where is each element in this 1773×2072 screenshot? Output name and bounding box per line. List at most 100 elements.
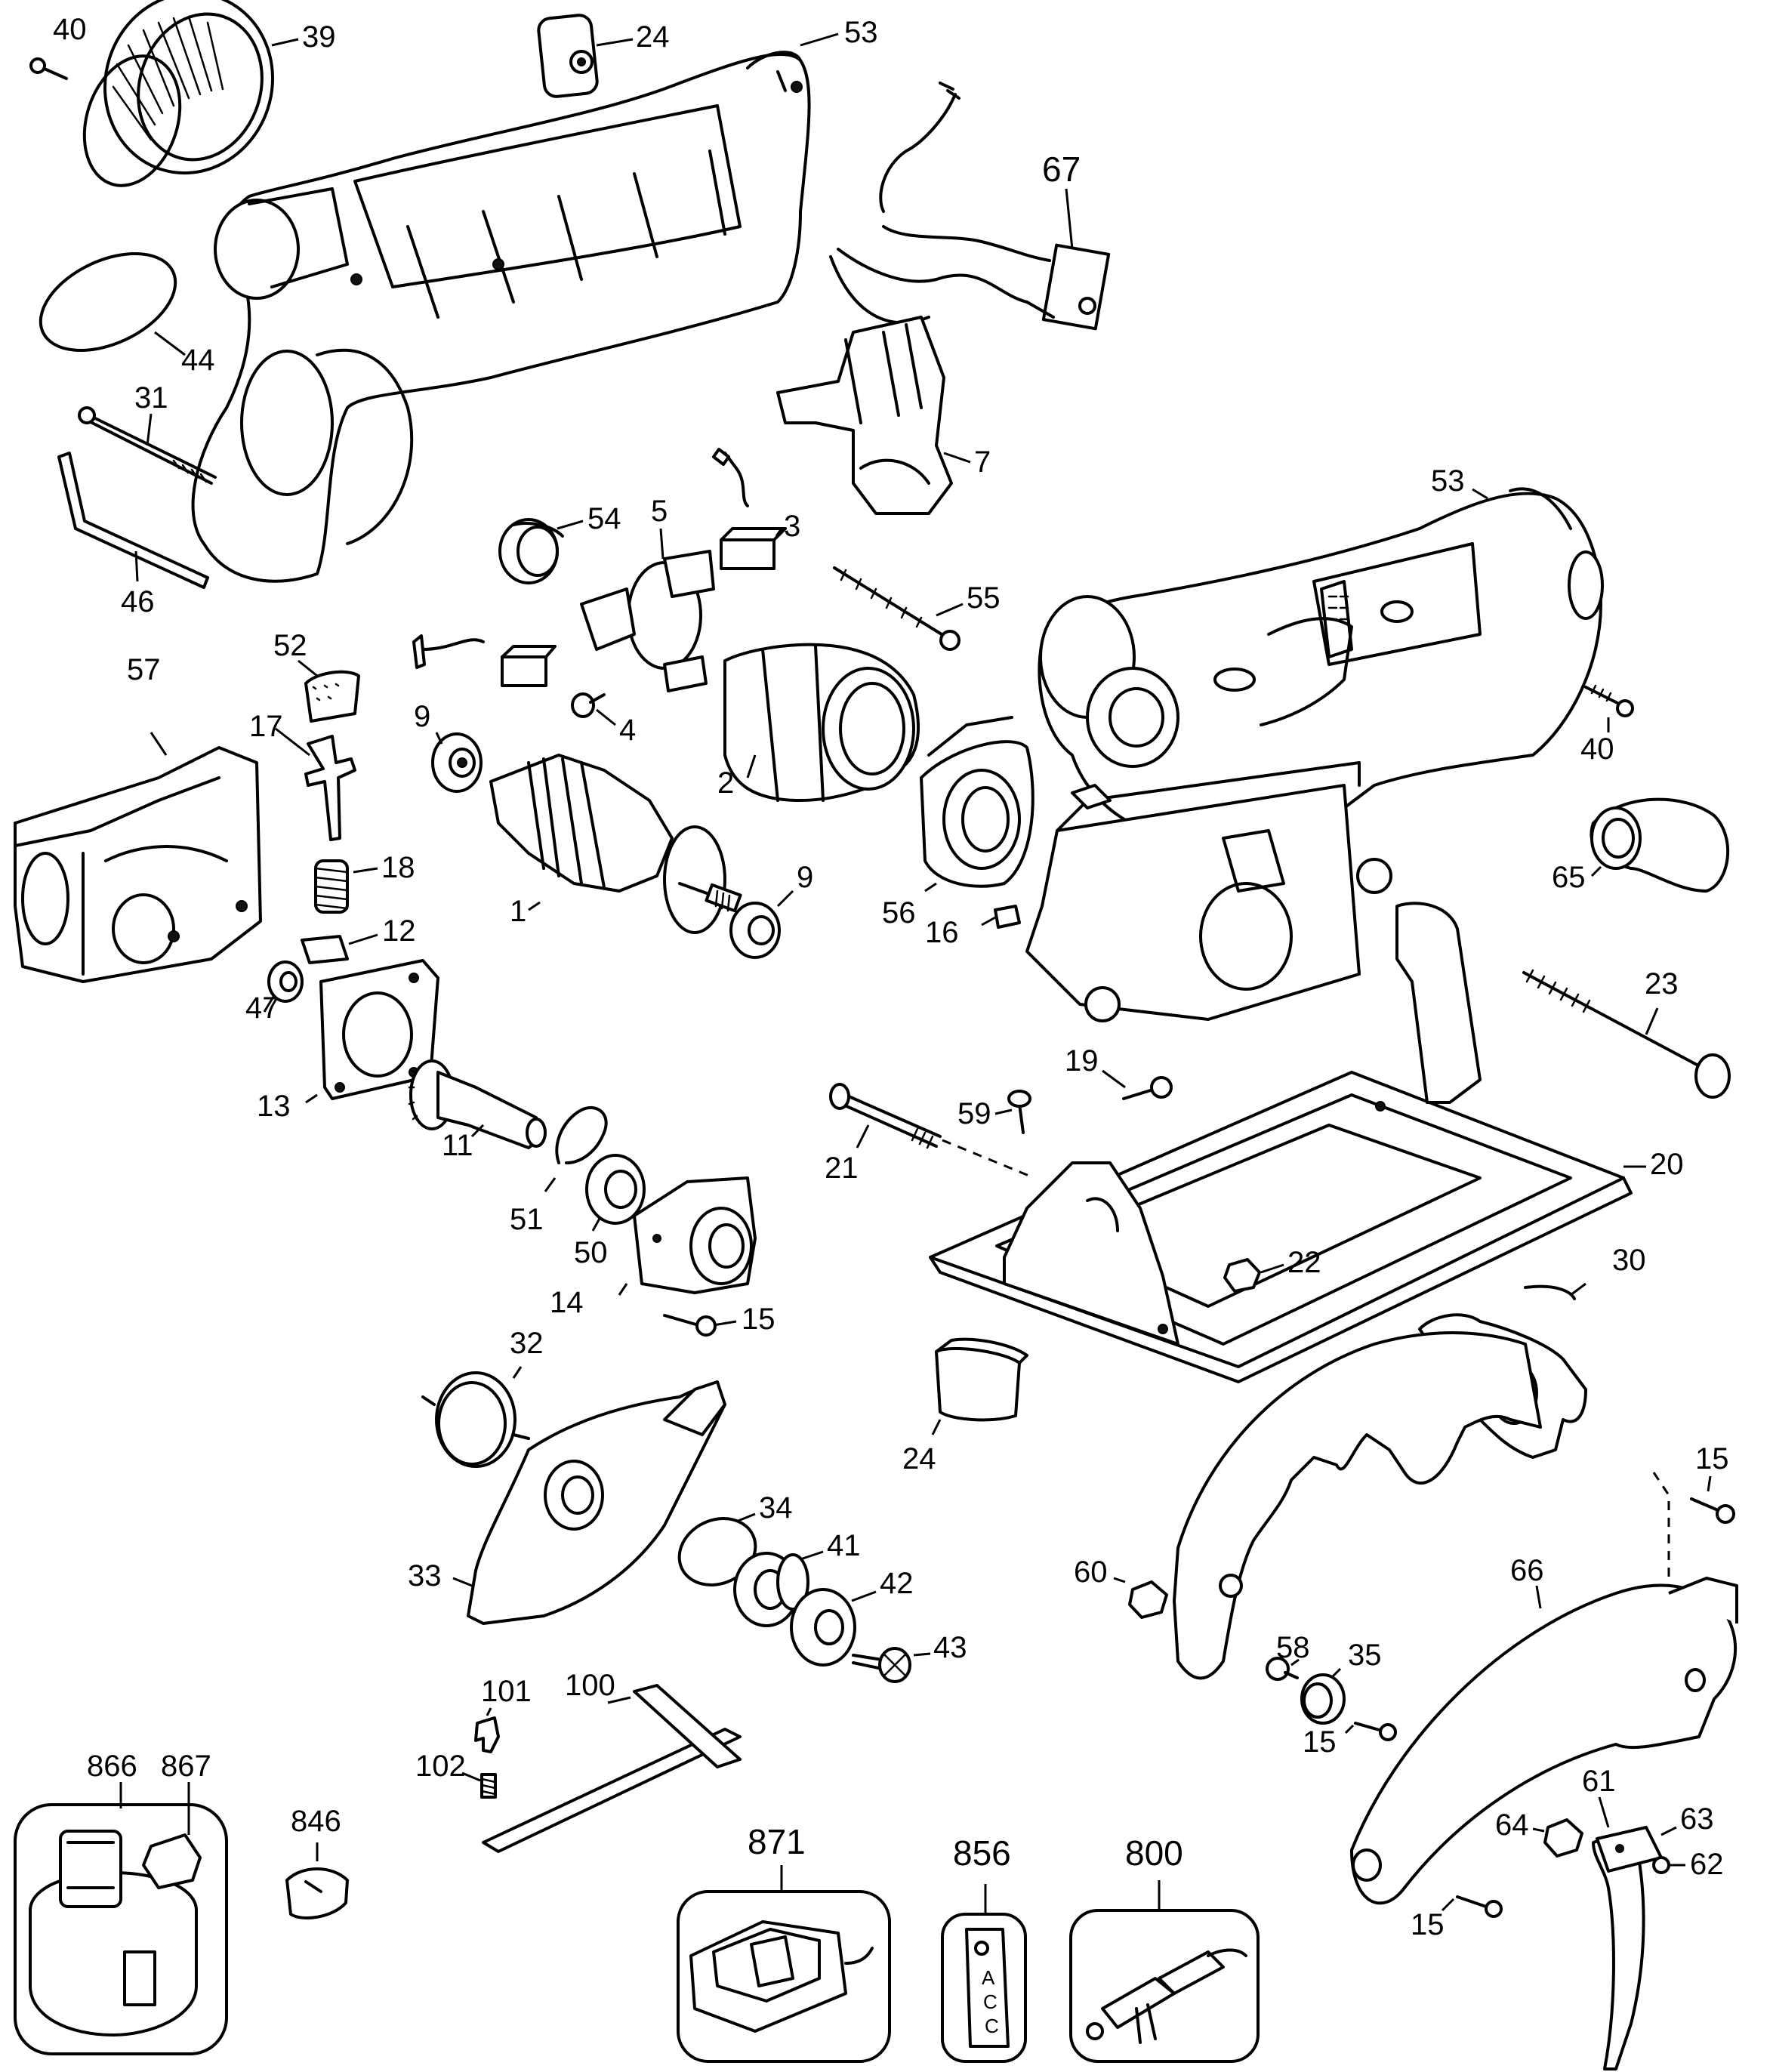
label-5: 5 [651,495,668,528]
part-34-o-ring [677,1517,757,1586]
part-21-pivot-bolt [829,1083,942,1149]
part-1-armature [489,754,742,934]
part-58-screw [1266,1657,1299,1681]
part-2-field-stator [723,643,920,802]
label-40-right: 40 [1580,732,1614,766]
label-856: 856 [953,1833,1011,1873]
part-866-battery [29,1830,198,2037]
part-20-base-plate [929,902,1633,1383]
part-66-lower-guard [1350,1577,1738,1905]
part-41-inner-washer [733,1552,809,1627]
label-52: 52 [273,629,307,662]
label-19: 19 [1065,1044,1099,1078]
label-40-top: 40 [53,13,87,46]
label-846: 846 [291,1805,341,1838]
label-16: 16 [925,916,959,949]
label-871: 871 [748,1822,806,1861]
label-867: 867 [161,1750,211,1783]
label-59: 59 [957,1097,991,1130]
label-41: 41 [827,1529,861,1562]
part-51-snap-ring [555,1105,608,1164]
part-871-charger [689,1920,874,2033]
label-866: 866 [87,1750,137,1783]
part-39-fan-cap [82,0,274,187]
label-9-lower: 9 [797,861,813,894]
label-60: 60 [1074,1556,1108,1589]
part-12-plate [301,935,349,964]
label-35: 35 [1348,1639,1382,1672]
label-100: 100 [565,1669,615,1702]
label-65: 65 [1552,861,1586,894]
leader-31 [146,413,153,446]
label-15-a: 15 [742,1303,775,1336]
leader-44 [154,331,186,356]
label-63: 63 [1680,1802,1714,1836]
part-40-screw-right [1584,684,1634,717]
label-33: 33 [408,1559,442,1593]
label-21: 21 [825,1152,859,1185]
label-42: 42 [880,1567,914,1600]
part-867-cap [142,1833,202,1889]
part-53-housing-right [1025,487,1604,1022]
part-11-spindle-gear [408,1059,547,1149]
label-66: 66 [1510,1554,1544,1587]
label-2: 2 [717,766,734,800]
part-55-screw [833,566,961,651]
part-846-clip [285,1867,349,1919]
label-62: 62 [1690,1848,1724,1881]
part-3-brush [712,448,787,570]
part-5-brush-holder [580,550,715,692]
part-19-screw [1122,1076,1173,1100]
part-upper-guard [1173,1331,1542,1680]
part-15-screw-d [1456,1895,1503,1918]
part-856-tag: A C C [965,1928,1010,2048]
label-18: 18 [381,851,415,884]
part-15-screw-a [663,1314,717,1337]
part-43-blade-bolt [852,1647,911,1683]
part-16-pin [994,905,1021,929]
part-102-spring [480,1773,497,1799]
label-12: 12 [382,914,416,948]
part-18-spring [314,859,349,914]
label-15-b: 15 [1695,1442,1729,1475]
label-1: 1 [510,895,526,928]
part-63-plate [1596,1826,1663,1873]
leader-53-top [800,32,839,47]
part-62-screw [1652,1856,1670,1874]
label-39: 39 [302,20,336,54]
label-24-lower: 24 [902,1442,936,1475]
tag-letter-1: A [982,1966,995,1989]
label-57: 57 [127,653,161,686]
label-15-d: 15 [1411,1908,1445,1941]
part-101-clip [474,1716,500,1753]
label-31: 31 [134,381,168,415]
part-56-baffle [920,716,1035,888]
label-46: 46 [121,585,155,618]
label-30: 30 [1612,1244,1646,1277]
part-47-needle-bearing [267,960,304,1003]
part-15-screw-c [1354,1722,1397,1741]
label-102: 102 [415,1750,466,1783]
label-56: 56 [882,896,916,930]
label-54: 54 [587,502,621,535]
label-32: 32 [510,1327,544,1360]
label-4: 4 [619,714,636,747]
part-65-elbow [1590,797,1730,893]
part-32-spring [421,1371,530,1468]
part-61-lever [1592,1838,1645,2070]
part-9-bearing-lower [729,902,781,959]
leader-53-right [1472,488,1488,500]
label-17: 17 [249,710,283,743]
part-59-screw [1007,1090,1031,1134]
part-800-accessory [1086,1948,1247,2044]
leader-39 [271,38,299,47]
part-60-nut [1128,1580,1168,1619]
part-35-bushing [1300,1673,1346,1725]
part-4-brush-spring [412,634,606,718]
part-9-bearing-upper [431,732,483,793]
label-53-right: 53 [1431,464,1465,498]
label-64: 64 [1495,1808,1529,1842]
part-23-bolt [1522,969,1731,1099]
part-46-hex-key [57,452,209,589]
label-20: 20 [1650,1148,1684,1181]
